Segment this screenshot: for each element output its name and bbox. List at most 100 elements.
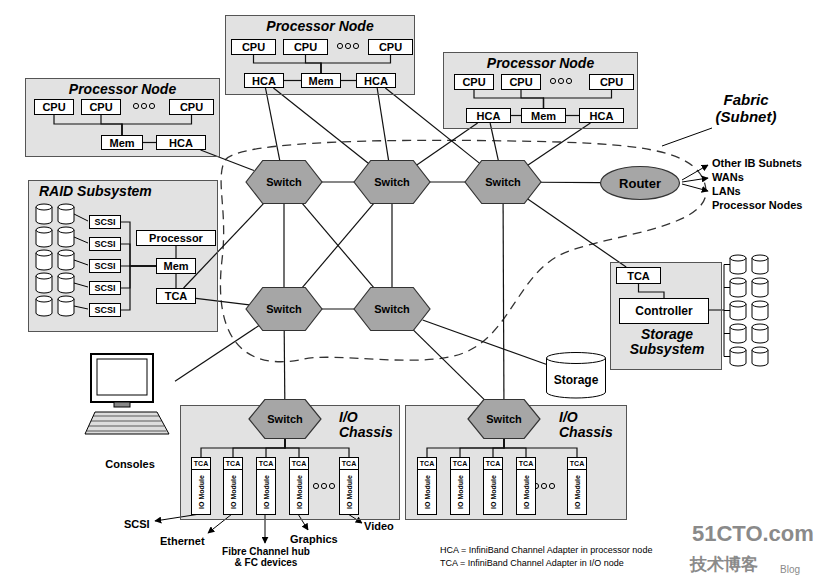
disk-top [752,324,768,330]
ellipsis-dot [337,43,342,48]
fabric-link [527,123,590,166]
node-label: Router [619,176,661,191]
node-label: TCA [340,458,358,470]
group-box: Processor NodeCPUCPUCPUHCAMemHCA [443,52,638,129]
group-fill [405,405,627,520]
router-ellipse: Router [600,166,680,200]
disk-wire [74,237,88,243]
node-label: HCA [364,75,388,87]
group-box: Storage SubsystemTCAController [610,262,722,370]
keyboard-row [91,421,162,422]
fabric-link [284,80,301,81]
node-label: Mem [308,75,333,87]
fabric-link [101,115,122,135]
node-label: Storage [554,364,599,387]
annotation: WANs [712,171,744,183]
node-label: Processor [149,232,203,244]
disk-top [730,347,746,353]
fabric-link [284,331,286,399]
group-heading: Processor Node [444,55,637,71]
node-label: TCA [290,458,308,470]
io-module-card: TCAIO Module [450,457,470,515]
fabric-link [321,55,391,73]
group-heading: Processor Node [26,81,219,97]
component-box: HCA [356,73,396,88]
fabric-link [121,266,156,310]
hexagon-outline [246,161,322,204]
annotation: Graphics [290,533,338,545]
component-box: CPU [169,99,214,115]
switch-hexagon: Switch [354,160,430,204]
component-box: HCA [466,108,511,123]
fabric-link [54,115,122,135]
ellipsis-dots [133,43,571,488]
hexagon-outline [465,161,541,204]
disk-top [58,204,74,210]
node-label: Switch [374,176,409,188]
node-label: Mem [109,137,134,149]
fabric-link [538,182,600,184]
disk-wire [74,283,88,287]
fabric-link [502,204,504,399]
disk-top [752,301,768,307]
fabric-link [427,439,504,457]
annotation: TCA = InfiniBand Channel Adapter in I/O … [440,559,624,569]
annotation: Blog [780,564,800,575]
ellipsis-dot [313,483,318,488]
component-box: SCSI [89,303,121,317]
module-label: IO Module [457,475,464,509]
fabric-link [474,90,544,108]
node-label: CPU [294,41,317,53]
node-label: Mem [163,260,188,272]
node-label: TCA [568,458,586,470]
module-label: IO Module [296,475,303,509]
module-label: IO Module [574,475,581,509]
node-label: SCSI [94,217,115,227]
node-label: CPU [180,101,203,113]
disk-wire [74,214,88,221]
fabric-link [306,55,322,73]
component-box: SCSI [89,237,121,251]
group-fill [28,180,218,332]
io-module-card: TCA IO Module [289,457,309,515]
monitor-screen [97,359,147,395]
annotation: Fibre Channel hub & FC devices [220,546,312,568]
router-arrow [682,178,708,182]
annotation: Fabric (Subnet) [700,92,792,125]
node-label: TCA [192,458,210,470]
leader-line [662,128,712,146]
fabric-link [341,80,356,81]
ellipsis-dot [133,103,138,108]
component-box: TCA [156,288,196,304]
io-arrow [298,514,308,530]
ellipsis-dot [558,78,563,83]
node-label: SCSI [94,305,115,315]
annotation: 技术博客 [690,556,758,575]
module-label: IO Module [346,475,353,509]
component-box: CPU [454,74,494,90]
fabric-link [301,201,376,289]
component-box: SCSI [89,215,121,229]
fabric-link [254,55,322,73]
disk-wire [724,333,730,334]
node-label: CPU [379,41,402,53]
node-label: SCSI [94,261,115,271]
group-heading: I/O Chassis [559,410,621,439]
module-label: IO Module [490,475,497,509]
io-arrow [208,514,232,533]
disk-top [730,324,746,330]
fabric-link [391,204,392,287]
fabric-link [566,115,579,116]
fabric-link [143,142,156,143]
storage-cylinder: Storage [546,352,606,398]
annotation: SCSI [124,518,150,530]
fabric-link [319,308,356,309]
ellipsis-dot [353,43,358,48]
fabric-link [460,439,504,457]
hexagon-outline [468,400,540,439]
node-label: Controller [635,304,692,318]
node-label: HCA [169,137,193,149]
io-module-card: TCAIO Module [256,457,276,515]
node-label: SCSI [94,283,115,293]
disk-wire [724,310,730,311]
